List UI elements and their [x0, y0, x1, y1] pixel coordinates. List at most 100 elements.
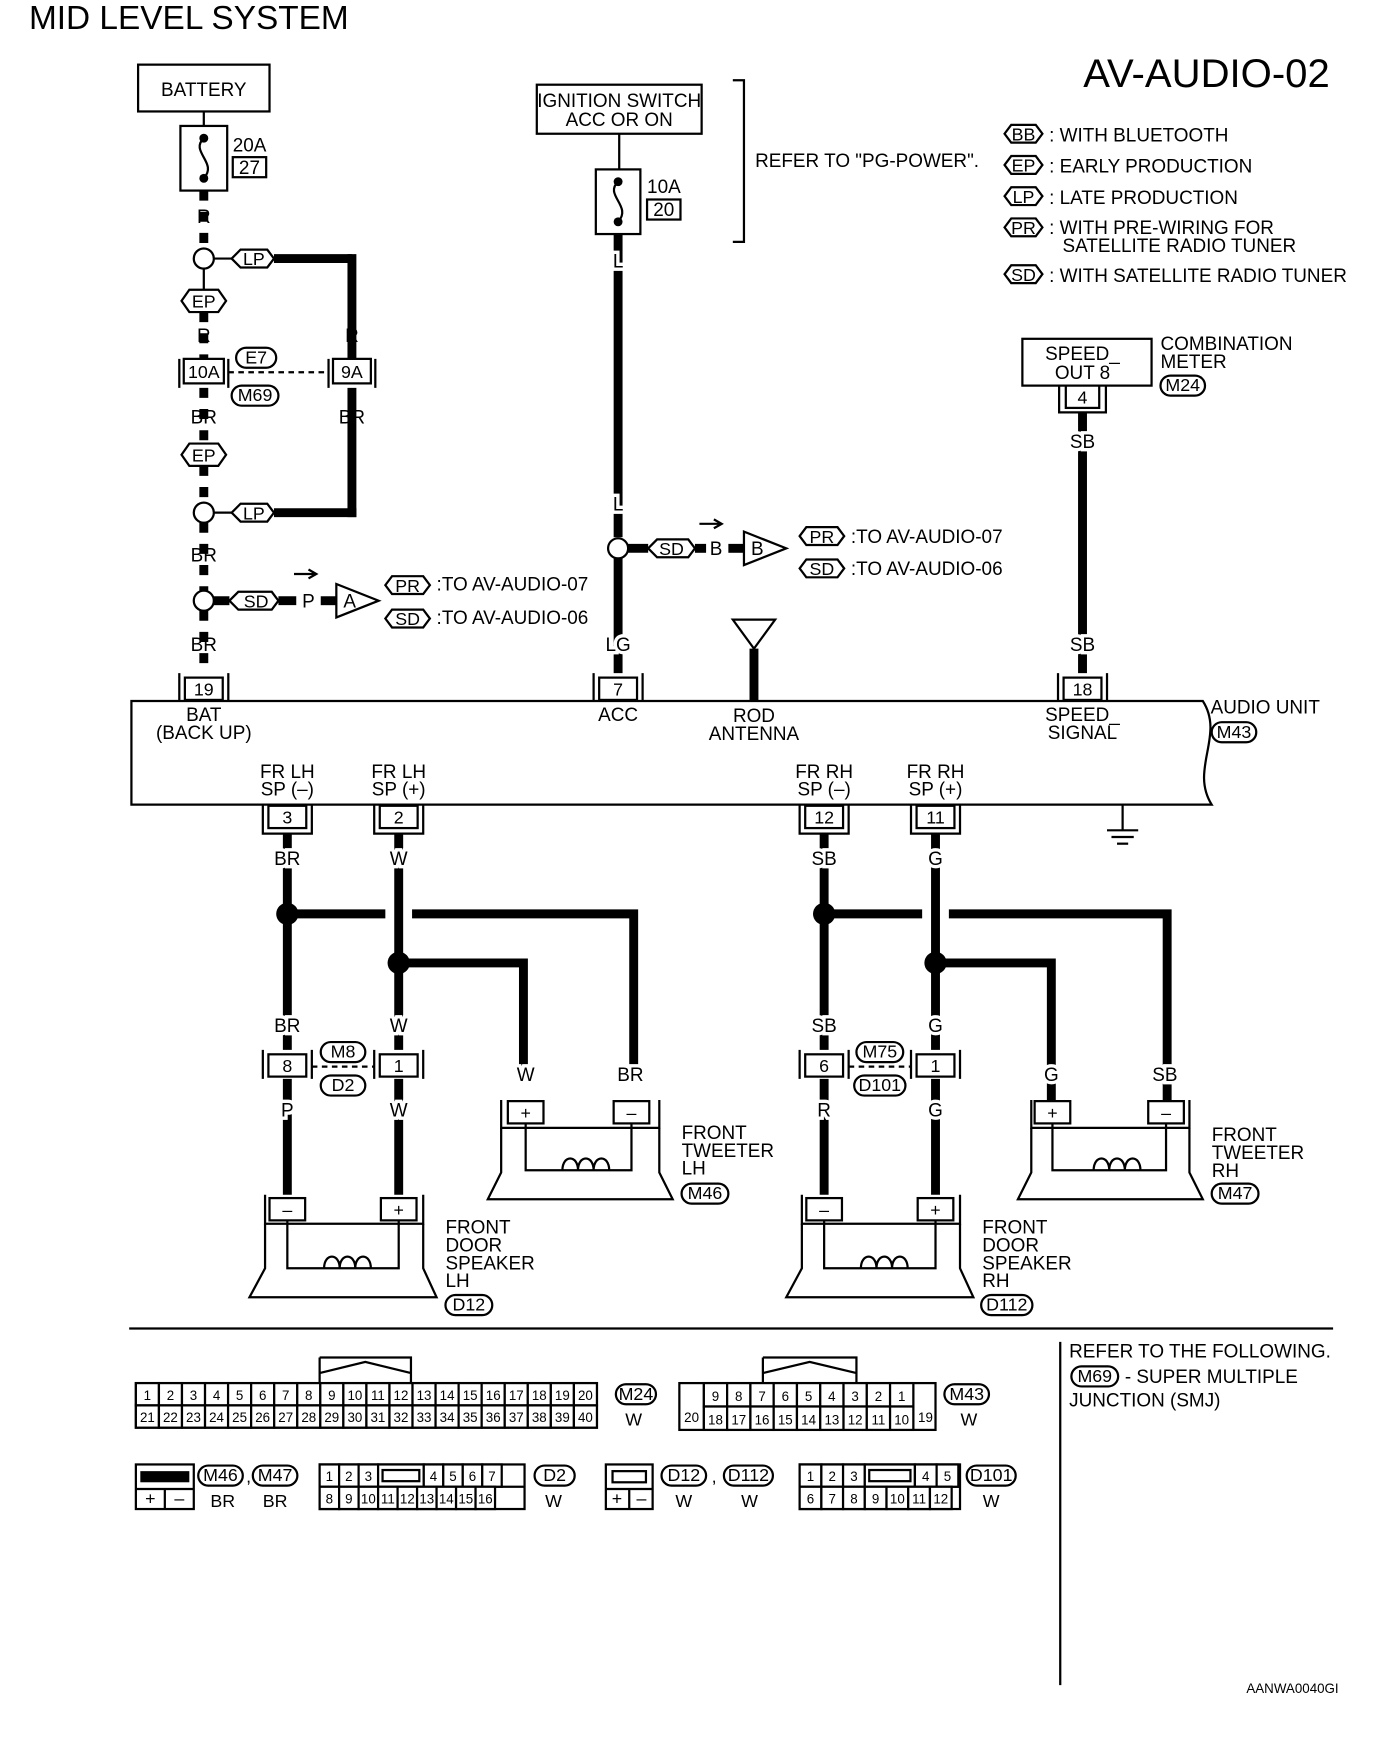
- svg-text:20A: 20A: [233, 136, 267, 157]
- svg-text:12: 12: [814, 808, 834, 828]
- connector-pin-label: 31: [370, 1410, 385, 1425]
- connector-pin-label: 11: [912, 1491, 926, 1506]
- svg-text:W: W: [961, 1409, 978, 1429]
- svg-text:TWEETER: TWEETER: [1212, 1143, 1304, 1164]
- svg-text:SP (–): SP (–): [261, 780, 314, 801]
- connector-pin-label: 12: [400, 1491, 415, 1506]
- connector-pin-label: 5: [805, 1389, 812, 1404]
- connector-pin-label: 12: [848, 1412, 863, 1427]
- svg-text:P: P: [302, 591, 315, 612]
- svg-text:4: 4: [1078, 387, 1088, 407]
- svg-text:REFER TO "PG-POWER".: REFER TO "PG-POWER".: [755, 151, 979, 172]
- svg-text:20: 20: [653, 200, 674, 221]
- front-tweeter-lh: + – FRONT TWEETER LH M46: [485, 1100, 774, 1205]
- legend-item-bb: BB : WITH BLUETOOTH: [1003, 123, 1228, 147]
- svg-text:A: A: [343, 591, 356, 612]
- connector-pin-label: 40: [578, 1410, 593, 1425]
- svg-text:D112: D112: [986, 1295, 1027, 1315]
- svg-text:ACC: ACC: [598, 705, 638, 726]
- svg-text:BR: BR: [274, 849, 300, 870]
- connector-pin-label: 1: [326, 1469, 333, 1484]
- svg-text:PR: PR: [810, 527, 835, 547]
- svg-text:BR: BR: [191, 546, 217, 567]
- svg-text:SB: SB: [1070, 635, 1095, 656]
- fuse-20a: 20A 27: [179, 124, 268, 192]
- svg-text::TO AV-AUDIO-07: :TO AV-AUDIO-07: [437, 575, 589, 596]
- svg-text:ANTENNA: ANTENNA: [709, 724, 800, 745]
- svg-text:18: 18: [1073, 679, 1093, 699]
- svg-text:D101: D101: [970, 1465, 1013, 1485]
- svg-text:R: R: [197, 207, 211, 228]
- svg-text:R: R: [817, 1101, 831, 1122]
- tag-ep-1: [180, 288, 228, 314]
- connector-pin-label: 24: [209, 1410, 224, 1425]
- svg-text:+: +: [612, 1489, 622, 1509]
- connector-pin-label: 35: [463, 1410, 478, 1425]
- svg-text:D112: D112: [728, 1465, 769, 1485]
- svg-text:FRONT: FRONT: [682, 1123, 748, 1144]
- connector-pin-label: 6: [807, 1491, 814, 1506]
- fuse-10a: 10A 20: [594, 168, 682, 236]
- svg-text:TWEETER: TWEETER: [682, 1141, 774, 1162]
- connector-cell: [474, 1485, 497, 1511]
- connector-pin-label: 9: [872, 1491, 879, 1506]
- svg-text:M47: M47: [258, 1465, 293, 1485]
- pin-3-fr-lh-sp-minus: FR LH SP (–) 3: [260, 762, 315, 835]
- legend-item-lp: LP : LATE PRODUCTION: [1003, 186, 1238, 209]
- svg-text:LP: LP: [1013, 187, 1035, 207]
- connector-pin-label: 3: [850, 1469, 857, 1484]
- joint-connector-m8-d2: 8 1 M8 D2: [261, 1040, 425, 1097]
- svg-text:19: 19: [918, 1410, 933, 1425]
- svg-text:SB: SB: [1152, 1065, 1177, 1086]
- connector-pin-label: 3: [851, 1389, 858, 1404]
- svg-text:W: W: [983, 1491, 1000, 1511]
- svg-text:ROD: ROD: [733, 706, 775, 727]
- connector-pin-label: 26: [255, 1410, 270, 1425]
- svg-text:D12: D12: [453, 1295, 486, 1315]
- svg-text:FR RH: FR RH: [907, 762, 965, 783]
- svg-text:–: –: [637, 1489, 647, 1509]
- svg-text:9A: 9A: [341, 362, 363, 382]
- connector-pin-label: 11: [871, 1412, 885, 1427]
- combination-meter: SPEED_ OUT 8 COMBINATION METER M24 4: [1021, 334, 1293, 414]
- svg-text:1: 1: [394, 1056, 404, 1076]
- connector-pin-label: 16: [478, 1491, 493, 1506]
- system-title: MID LEVEL SYSTEM: [29, 0, 349, 37]
- connector-pin-label: 7: [758, 1389, 765, 1404]
- svg-text:OUT 8: OUT 8: [1055, 363, 1110, 384]
- connector-key: [868, 1468, 912, 1483]
- connector-pin-label: 2: [345, 1469, 352, 1484]
- connector-pin-label: 15: [458, 1491, 473, 1506]
- svg-text:REFER TO THE FOLLOWING.: REFER TO THE FOLLOWING.: [1069, 1341, 1331, 1362]
- svg-text:R: R: [197, 326, 211, 347]
- svg-text:SP (+): SP (+): [909, 780, 963, 801]
- pin-19-bat: 19 BAT (BACK UP): [156, 673, 252, 744]
- svg-text:LG: LG: [605, 635, 630, 656]
- connector-pin-label: 12: [394, 1388, 409, 1403]
- svg-text:BR: BR: [274, 1016, 300, 1037]
- svg-text:BR: BR: [617, 1065, 643, 1086]
- svg-text:20: 20: [684, 1410, 699, 1425]
- connector-pin-label: 34: [440, 1410, 455, 1425]
- svg-text:BAT: BAT: [186, 705, 222, 726]
- connector-pin-label: 38: [532, 1410, 547, 1425]
- svg-text:,: ,: [712, 1466, 717, 1486]
- svg-text::TO AV-AUDIO-06: :TO AV-AUDIO-06: [851, 559, 1003, 580]
- svg-text:BR: BR: [191, 635, 217, 656]
- connector-pin-label: 14: [440, 1388, 455, 1403]
- svg-text:EP: EP: [192, 292, 216, 312]
- connector-pin-label: 25: [232, 1410, 247, 1425]
- svg-text:D12: D12: [667, 1465, 700, 1485]
- connector-pin-label: 4: [828, 1389, 836, 1404]
- svg-text:11: 11: [926, 808, 945, 828]
- connector-pin-label: 11: [381, 1491, 395, 1506]
- connector-pin-label: 36: [486, 1410, 501, 1425]
- svg-text:METER: METER: [1160, 352, 1226, 373]
- svg-text:SATELLITE RADIO TUNER: SATELLITE RADIO TUNER: [1062, 236, 1296, 257]
- svg-text:+: +: [1047, 1103, 1057, 1123]
- svg-text:: WITH PRE-WIRING FOR: : WITH PRE-WIRING FOR: [1049, 218, 1274, 239]
- svg-text:IGNITION SWITCH: IGNITION SWITCH: [537, 91, 701, 112]
- connector-pin-label: 33: [417, 1410, 432, 1425]
